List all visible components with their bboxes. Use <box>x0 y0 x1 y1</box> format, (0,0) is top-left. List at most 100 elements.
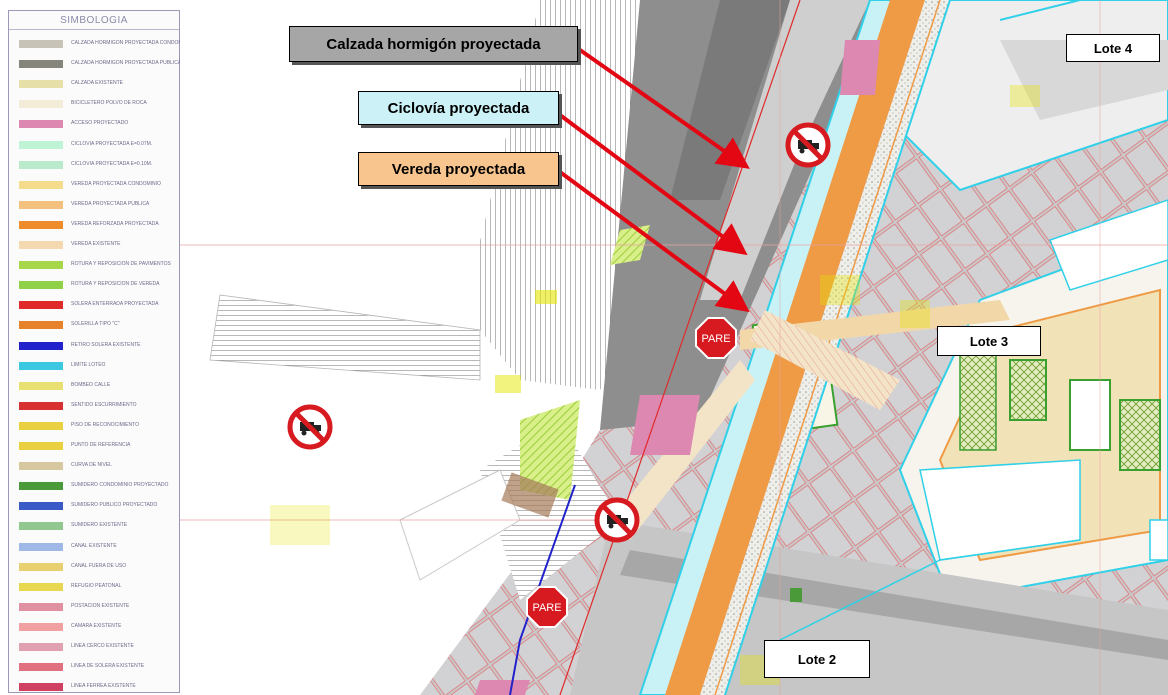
lote-3-label: Lote 3 <box>937 326 1041 356</box>
legend-item: LINEA FERREA EXISTENTE <box>9 678 179 695</box>
legend-item: CALZADA HORMIGON PROYECTADA CONDOMINIO <box>9 35 193 55</box>
legend-item-label: CALZADA HORMIGON PROYECTADA CONDOMINIO <box>71 40 193 46</box>
lote-2-text: Lote 2 <box>797 651 837 667</box>
legend-item: CANAL FUERA DE USO <box>9 558 179 578</box>
legend-item: CANAL EXISTENTE <box>9 538 179 558</box>
arrow-calzada <box>578 48 750 169</box>
legend-swatch <box>19 643 63 651</box>
legend-item-label: ROTURA Y REPOSICION DE PAVIMENTOS <box>71 261 171 268</box>
callout-calzada: Calzada hormigón proyectada <box>289 26 578 62</box>
legend-item-label: SUMIDERO PUBLICO PROYECTADO <box>71 502 158 509</box>
arrow-vereda <box>558 170 750 313</box>
legend-panel: SIMBOLOGIA CALZADA HORMIGON PROYECTADA C… <box>8 10 193 695</box>
legend-swatch <box>19 522 63 531</box>
legend-swatch <box>19 421 63 430</box>
legend-item-label: LINEA FERREA EXISTENTE <box>71 683 136 690</box>
legend-swatch <box>19 663 63 672</box>
legend-swatch <box>19 261 63 270</box>
legend-swatch <box>19 180 63 189</box>
legend-item: LINEA DE SOLERA EXISTENTE <box>9 658 179 678</box>
legend-item-label: CALZADA EXISTENTE <box>71 80 123 87</box>
legend-item: ROTURA Y REPOSICION DE VEREDA <box>9 276 179 296</box>
legend-item: PISO DE RECONOCIMIENTO <box>9 417 179 437</box>
lote-4-label: Lote 4 <box>1066 34 1160 62</box>
legend-swatch <box>19 401 63 410</box>
legend-swatch <box>19 241 63 249</box>
legend-item: CAMARA EXISTENTE <box>9 618 179 638</box>
legend-item-label: POSTACION EXISTENTE <box>71 602 130 609</box>
legend-item-label: VEREDA EXISTENTE <box>71 241 121 247</box>
legend-item: CICLOVIA PROYECTADA e=0.10m. <box>9 156 179 176</box>
no-trucks-sign-icon <box>785 122 831 168</box>
legend-item-label: CICLOVIA PROYECTADA e=0.10m. <box>71 160 153 167</box>
legend-swatch <box>19 361 63 370</box>
legend-item: SUMIDERO PUBLICO PROYECTADO <box>9 497 179 517</box>
legend-item-label: SUMIDERO EXISTENTE <box>71 522 128 529</box>
legend-item-label: VEREDA PROYECTADA PUBLICA <box>71 200 150 207</box>
legend-item-label: CICLOVIA PROYECTADA e=0.07m. <box>71 140 153 147</box>
legend-item-label: ACCESO PROYECTADO <box>71 120 129 127</box>
legend-swatch <box>19 301 63 310</box>
legend-swatch <box>19 562 63 571</box>
legend-item: ACCESO PROYECTADO <box>9 115 179 135</box>
legend-item: VEREDA PROYECTADA CONDOMINIO <box>9 176 179 196</box>
legend-swatch <box>19 281 63 290</box>
legend-item-label: SUMIDERO CONDOMINIO PROYECTADO <box>71 482 169 489</box>
legend-item-label: SENTIDO ESCURRIMIENTO <box>71 401 137 408</box>
stop-sign-icon: PARE <box>526 586 568 628</box>
legend-swatch <box>19 582 63 591</box>
legend-item-label: BICICLETERO POLVO DE ROCA <box>71 100 147 107</box>
legend-item: CALZADA EXISTENTE <box>9 75 179 95</box>
stop-sign-label: PARE <box>532 602 561 614</box>
lote-3-text: Lote 3 <box>969 333 1009 349</box>
legend-swatch <box>19 140 63 149</box>
callout-vereda: Vereda proyectada <box>358 152 559 186</box>
legend-item: LIMITE LOTEO <box>9 357 179 377</box>
legend-item: VEREDA EXISTENTE <box>9 236 179 256</box>
legend-item-label: SOLERA ENTERRADA PROYECTADA <box>71 301 159 308</box>
legend-item: SUMIDERO EXISTENTE <box>9 517 179 537</box>
legend-item: CICLOVIA PROYECTADA e=0.07m. <box>9 136 179 156</box>
callout-ciclovia: Ciclovía proyectada <box>358 91 559 125</box>
legend-swatch <box>19 442 63 450</box>
legend-item: CALZADA HORMIGON PROYECTADA PUBLICA <box>9 55 182 75</box>
lote-4-text: Lote 4 <box>1093 40 1133 56</box>
legend-item: BOMBEO CALLE <box>9 377 179 397</box>
legend-title: SIMBOLOGIA <box>60 15 128 26</box>
legend-swatch <box>19 502 63 511</box>
legend-item: CURVA DE NIVEL <box>9 457 179 477</box>
legend-swatch <box>19 60 63 69</box>
legend-swatch <box>19 381 63 390</box>
legend-divider <box>9 29 179 30</box>
legend-item-label: LINEA CERCO EXISTENTE <box>71 643 134 649</box>
legend-item-label: CALZADA HORMIGON PROYECTADA PUBLICA <box>71 60 182 67</box>
legend-item-label: RETIRO SOLERA EXISTENTE <box>71 341 141 348</box>
no-trucks-sign-icon <box>287 404 333 450</box>
legend-swatch <box>19 341 63 350</box>
legend-swatch <box>19 622 63 631</box>
legend-swatch <box>19 80 63 89</box>
legend-swatch <box>19 542 63 551</box>
legend-swatch <box>19 462 63 471</box>
legend-swatch <box>19 220 63 229</box>
legend-item-label: LINEA DE SOLERA EXISTENTE <box>71 663 145 670</box>
legend-item-label: CANAL FUERA DE USO <box>71 562 127 569</box>
legend-item: SOLERA ENTERRADA PROYECTADA <box>9 296 179 316</box>
legend-item-label: SOLERILLA TIPO "C" <box>71 321 120 328</box>
legend-item: BICICLETERO POLVO DE ROCA <box>9 95 179 115</box>
legend-swatch <box>19 160 63 169</box>
legend-item: SOLERILLA TIPO "C" <box>9 316 179 336</box>
legend-item: VEREDA PROYECTADA PUBLICA <box>9 196 179 216</box>
legend-swatch <box>19 40 63 48</box>
legend-item-label: CAMARA EXISTENTE <box>71 622 122 629</box>
legend-item-label: LIMITE LOTEO <box>71 361 106 368</box>
legend-item: SUMIDERO CONDOMINIO PROYECTADO <box>9 477 179 497</box>
legend-swatch <box>19 100 63 109</box>
legend-item-label: CANAL EXISTENTE <box>71 542 117 549</box>
legend-swatch <box>19 482 63 491</box>
legend-item-label: PUNTO DE REFERENCIA <box>71 442 131 448</box>
arrow-ciclovia <box>558 113 748 256</box>
legend-item-label: REFUGIO PEATONAL <box>71 582 122 589</box>
legend-item: POSTACION EXISTENTE <box>9 598 179 618</box>
